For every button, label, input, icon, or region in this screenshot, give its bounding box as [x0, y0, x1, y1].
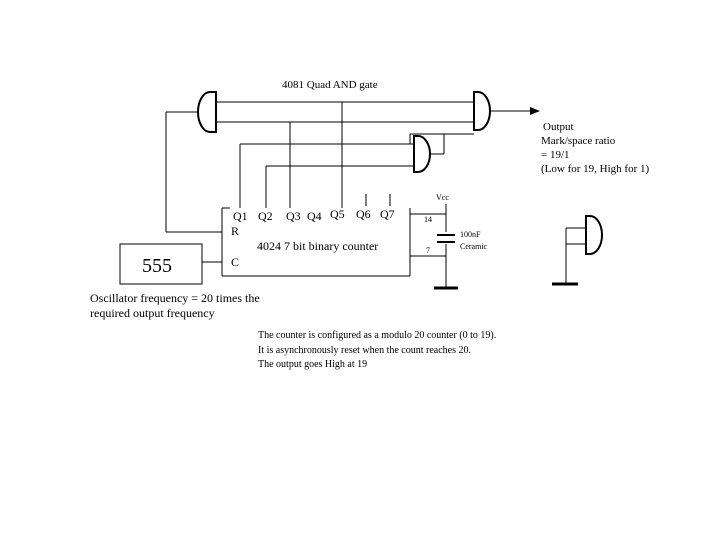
oscillator-chip-label: 555 — [142, 255, 172, 277]
output-arrow — [490, 107, 540, 115]
output-label: Output — [543, 121, 574, 133]
pin-q3-label: Q3 — [286, 209, 301, 223]
pin-q7-label: Q7 — [380, 207, 395, 221]
and-gate-reset — [197, 91, 217, 133]
unused-output-stubs — [365, 194, 391, 206]
pin-q4-label: Q4 — [307, 209, 322, 223]
ratio-value-label: = 19/1 — [541, 149, 570, 161]
and-gate-title: 4081 Quad AND gate — [282, 79, 378, 91]
pin-q5-label: Q5 — [330, 207, 345, 221]
mark-space-ratio-label: Mark/space ratio — [541, 135, 616, 147]
counter-note: The counter is configured as a modulo 20… — [258, 330, 496, 370]
pin-q6-label: Q6 — [356, 207, 371, 221]
spare-and-gate — [552, 215, 603, 286]
gate-interconnect-wires — [216, 101, 474, 194]
duty-description-label: (Low for 19, High for 1) — [541, 163, 649, 175]
oscillator-chip: 555 — [119, 243, 222, 285]
pin-q2-label: Q2 — [258, 209, 273, 223]
oscillator-note-line1: Oscillator frequency = 20 times the — [90, 291, 260, 305]
pin-14-label: 14 — [424, 215, 432, 224]
counter-note-line1: The counter is configured as a modulo 20… — [258, 330, 496, 341]
and-gate-middle — [413, 135, 431, 173]
oscillator-note-line2: required output frequency — [90, 306, 215, 320]
counter-note-line3: The output goes High at 19 — [258, 359, 367, 370]
decoupling-capacitor: 100nF Ceramic — [437, 230, 488, 251]
capacitor-type-label: Ceramic — [460, 242, 488, 251]
vcc-label: Vcc — [436, 193, 449, 202]
power-supply: Vcc — [410, 193, 458, 290]
oscillator-note: Oscillator frequency = 20 times the requ… — [90, 291, 260, 320]
capacitor-value-label: 100nF — [460, 230, 481, 239]
reset-wire — [165, 111, 222, 233]
counter-chip-name: 4024 7 bit binary counter — [257, 239, 378, 253]
pin-q1-label: Q1 — [233, 209, 248, 223]
pin-reset-label: R — [231, 224, 239, 238]
counter-pin-stubs — [239, 194, 343, 208]
counter-note-line2: It is asynchronously reset when the coun… — [258, 345, 471, 356]
counter-chip: Q1 Q2 Q3 Q4 Q5 Q6 Q7 R C 4024 7 bit bina… — [221, 207, 432, 277]
and-gate-output — [473, 91, 491, 131]
pin-clock-label: C — [231, 255, 239, 269]
pin-7-label: 7 — [426, 246, 430, 255]
output-note: Output Mark/space ratio = 19/1 (Low for … — [541, 121, 649, 175]
